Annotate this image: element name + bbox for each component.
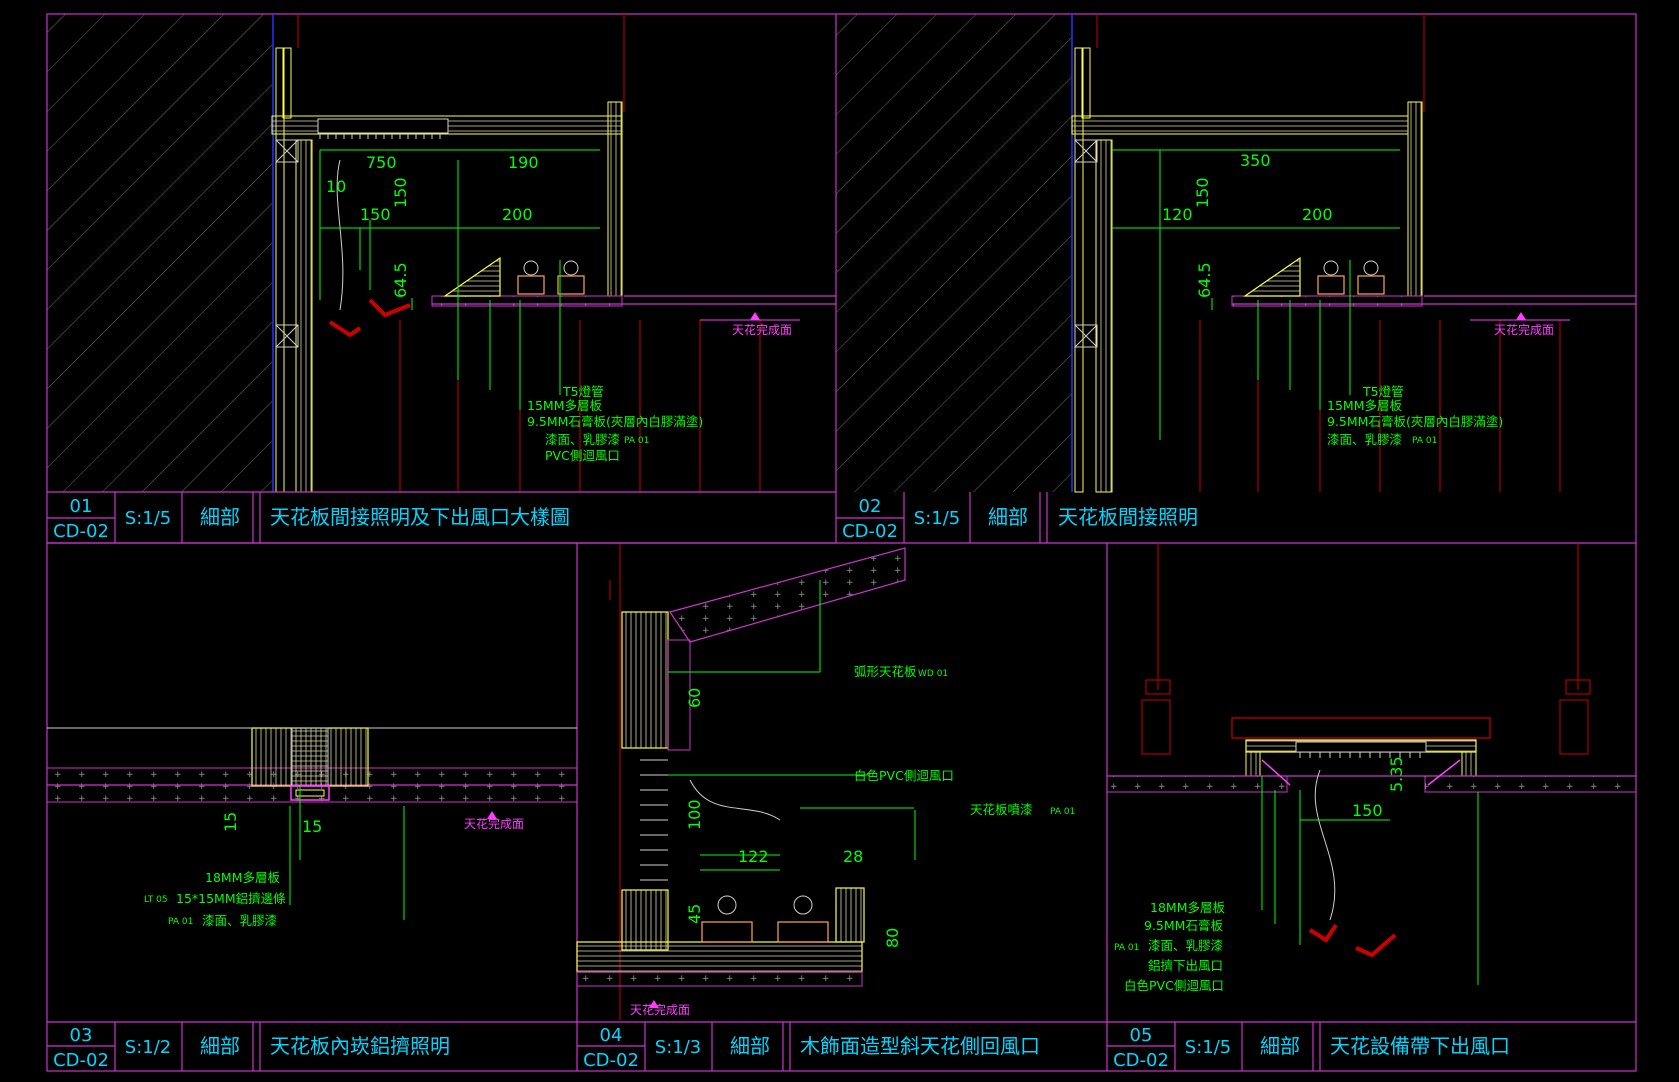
tag-04-pa01: PA 01 (1050, 807, 1075, 817)
title-02-scale: S:1/5 (914, 508, 960, 529)
dim-01-10: 10 (326, 177, 346, 196)
title-04-scale: S:1/3 (655, 1037, 701, 1058)
note-04-curved-ceiling: 弧形天花板 (854, 664, 917, 679)
tag-03-pa01: PA 01 (168, 917, 193, 927)
title-01-scale: S:1/5 (125, 508, 171, 529)
dim-01-190: 190 (508, 153, 539, 172)
detail-01-drawing (47, 14, 836, 493)
title-04-number: 04 (600, 1025, 623, 1046)
title-01-type: 細部 (200, 505, 240, 529)
detail-04-drawing (576, 543, 916, 1020)
dim-02-350: 350 (1240, 151, 1271, 170)
title-block-04: 04 CD-02 S:1/3 細部 木飾面造型斜天花側回風口 (577, 1022, 1040, 1071)
dim-01-750: 750 (366, 153, 397, 172)
note-04-pvc-vent: 白色PVC側迴風口 (854, 768, 954, 783)
title-01-sheet: CD-02 (53, 521, 109, 542)
note-01-15mm-plywood: 15MM多層板 (527, 398, 602, 413)
dim-02-150-vertical: 150 (1193, 177, 1212, 208)
note-02-gypsum-board: 9.5MM石膏板(夾層內白膠滿塗) (1327, 414, 1503, 429)
title-03-type: 細部 (200, 1034, 240, 1058)
tag-03-lt05: LT 05 (144, 895, 168, 905)
tag-04-wd01: WD 01 (918, 669, 948, 679)
title-03-sheet: CD-02 (53, 1050, 109, 1071)
note-01-pvc-vent: PVC側迴風口 (545, 448, 620, 463)
title-04-sheet: CD-02 (583, 1050, 639, 1071)
dim-04-100: 100 (685, 799, 704, 830)
note-05-pvc-vent: 白色PVC側迴風口 (1124, 978, 1224, 993)
dim-01-200: 200 (502, 205, 533, 224)
dim-03-15: 15 (302, 817, 322, 836)
note-03-paint: 漆面、乳膠漆 (202, 913, 277, 928)
note-03-18mm-plywood: 18MM多層板 (205, 870, 280, 885)
title-02-sheet: CD-02 (842, 521, 898, 542)
detail-05-drawing (1106, 543, 1637, 985)
title-block-01: 01 CD-02 S:1/5 細部 天花板間接照明及下出風口大樣圖 (47, 491, 836, 544)
tag-05-pa01: PA 01 (1114, 943, 1139, 953)
dim-05-150: 150 (1352, 801, 1383, 820)
title-05-title: 天花設備帶下出風口 (1330, 1034, 1510, 1058)
dim-05-5-35: 5.35 (1387, 756, 1406, 792)
title-03-scale: S:1/2 (125, 1037, 171, 1058)
note-04-ceiling-spray: 天花板噴漆 (970, 802, 1033, 817)
note-05-aluminium-vent: 鋁擠下出風口 (1148, 958, 1223, 973)
marker-02-ceiling-finish: 天花完成面 (1494, 322, 1554, 337)
marker-01-ceiling-finish: 天花完成面 (732, 322, 792, 337)
tag-02-pa01: PA 01 (1412, 436, 1437, 446)
note-02-15mm-plywood: 15MM多層板 (1327, 398, 1402, 413)
dim-02-64-5: 64.5 (1195, 262, 1214, 298)
note-05-18mm-plywood: 18MM多層板 (1150, 900, 1225, 915)
dim-02-200: 200 (1302, 205, 1333, 224)
title-02-number: 02 (859, 496, 882, 517)
note-01-paint: 漆面、乳膠漆 (545, 432, 620, 447)
title-04-title: 木飾面造型斜天花側回風口 (800, 1034, 1040, 1058)
tag-01-pa01: PA 01 (624, 436, 649, 446)
note-01-gypsum-board: 9.5MM石膏板(夾層內白膠滿塗) (527, 414, 703, 429)
title-01-title: 天花板間接照明及下出風口大樣圖 (270, 505, 570, 529)
title-04-type: 細部 (730, 1034, 770, 1058)
note-02-paint: 漆面、乳膠漆 (1327, 432, 1402, 447)
title-05-sheet: CD-02 (1113, 1050, 1169, 1071)
dim-04-80: 80 (883, 928, 902, 948)
detail-03-drawing (46, 727, 578, 920)
title-block-05: 05 CD-02 S:1/5 細部 天花設備帶下出風口 (1107, 1022, 1510, 1071)
detail-02-drawing (836, 14, 1636, 493)
dim-03-15-vertical: 15 (221, 812, 240, 832)
title-03-number: 03 (70, 1025, 93, 1046)
title-05-scale: S:1/5 (1185, 1037, 1231, 1058)
note-03-aluminium-strip: 15*15MM鋁擠邊條 (176, 891, 286, 906)
title-05-number: 05 (1130, 1025, 1153, 1046)
title-02-title: 天花板間接照明 (1058, 505, 1198, 529)
title-block-02: 02 CD-02 S:1/5 細部 天花板間接照明 (836, 492, 1198, 543)
dim-01-64-5: 64.5 (391, 262, 410, 298)
dim-04-122: 122 (738, 847, 769, 866)
dim-04-28: 28 (843, 847, 863, 866)
dim-04-60: 60 (685, 688, 704, 708)
dim-01-150-vertical: 150 (391, 177, 410, 208)
note-01-t5-tube: T5燈管 (562, 384, 604, 399)
dim-01-150: 150 (360, 205, 391, 224)
dim-02-120: 120 (1162, 205, 1193, 224)
marker-03-ceiling-finish: 天花完成面 (464, 816, 524, 831)
marker-04-ceiling-finish: 天花完成面 (630, 1002, 690, 1017)
dim-04-45: 45 (685, 904, 704, 924)
title-03-title: 天花板內崁鋁擠照明 (270, 1034, 450, 1058)
title-block-03: 03 CD-02 S:1/2 細部 天花板內崁鋁擠照明 (47, 1021, 1636, 1071)
note-05-paint: 漆面、乳膠漆 (1148, 938, 1223, 953)
title-05-type: 細部 (1260, 1034, 1300, 1058)
title-01-number: 01 (70, 496, 93, 517)
title-02-type: 細部 (988, 505, 1028, 529)
note-05-gypsum-board: 9.5MM石膏板 (1144, 918, 1223, 933)
note-02-t5-tube: T5燈管 (1362, 384, 1404, 399)
